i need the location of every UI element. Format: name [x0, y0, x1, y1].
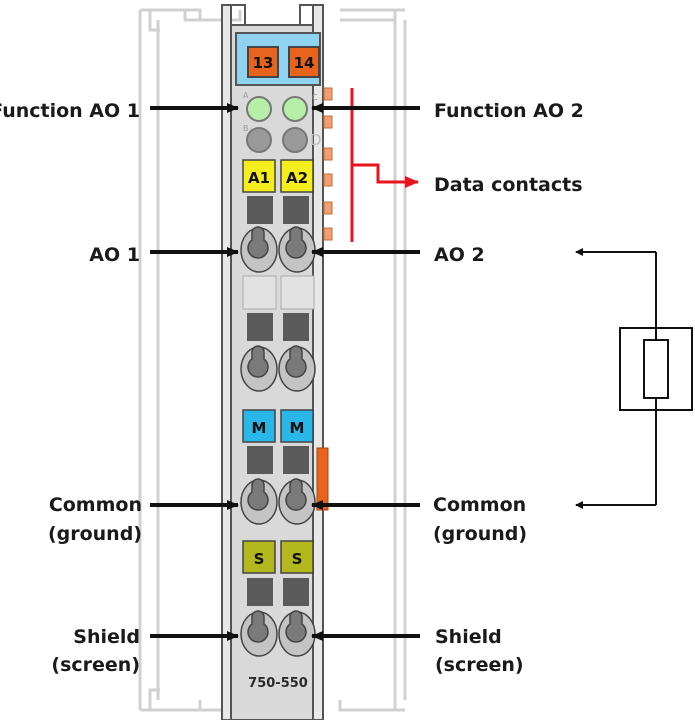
part-number: 750-550: [248, 676, 308, 691]
svg-text:A2: A2: [286, 169, 308, 187]
led-letter-b: B: [243, 124, 249, 133]
led-off-left: [246, 127, 272, 153]
terminal-label-s-left: S: [242, 540, 276, 574]
label-ao1: AO 1: [89, 244, 140, 266]
label-common-right-1: Common: [433, 494, 526, 516]
terminal-label-13: 13: [247, 46, 279, 78]
led-letter-c: C: [312, 93, 318, 102]
data-contacts-bracket: [350, 88, 419, 242]
terminal-label-a2: A2: [280, 159, 314, 193]
label-common-left-2: (ground): [48, 523, 142, 545]
terminal-label-m-right: M: [280, 409, 314, 443]
label-shield-right-2: (screen): [435, 654, 524, 676]
led-off-right: [282, 127, 308, 153]
terminal-label-m-left: M: [242, 409, 276, 443]
label-shield-left-1: Shield: [73, 626, 140, 648]
label-common-left-1: Common: [49, 494, 142, 516]
power-contact-orange: [316, 447, 329, 511]
resistor-load-icon: [619, 327, 693, 411]
clamp-group-common: [240, 446, 316, 525]
label-shield-left-2: (screen): [51, 654, 140, 676]
svg-text:14: 14: [294, 54, 315, 72]
svg-text:M: M: [252, 419, 267, 437]
clamp-group-ao: [240, 196, 316, 273]
label-function-ao2: Function AO 2: [434, 100, 584, 122]
load-wiring: [575, 248, 657, 509]
led-function-ao2: [282, 96, 308, 122]
din-rail-outline: [138, 8, 407, 712]
label-ao2: AO 2: [434, 244, 485, 266]
led-letter-d: D: [310, 131, 322, 149]
svg-text:S: S: [254, 550, 265, 568]
label-data-contacts: Data contacts: [434, 174, 583, 196]
led-function-ao1: [246, 96, 272, 122]
svg-text:13: 13: [253, 54, 274, 72]
svg-text:S: S: [292, 550, 303, 568]
empty-label-blocks: [242, 275, 315, 310]
terminal-label-s-right: S: [280, 540, 314, 574]
data-contact-pads: [323, 87, 333, 241]
svg-text:M: M: [290, 419, 305, 437]
label-shield-right-1: Shield: [435, 626, 502, 648]
label-common-right-2: (ground): [433, 523, 527, 545]
led-letter-a: A: [243, 91, 249, 100]
terminal-label-a1: A1: [242, 159, 276, 193]
terminal-label-14: 14: [288, 46, 320, 78]
svg-text:A1: A1: [248, 169, 270, 187]
clamp-group-unused: [240, 313, 316, 392]
label-function-ao1: Function AO 1: [0, 100, 140, 122]
clamp-group-shield: [240, 578, 316, 657]
